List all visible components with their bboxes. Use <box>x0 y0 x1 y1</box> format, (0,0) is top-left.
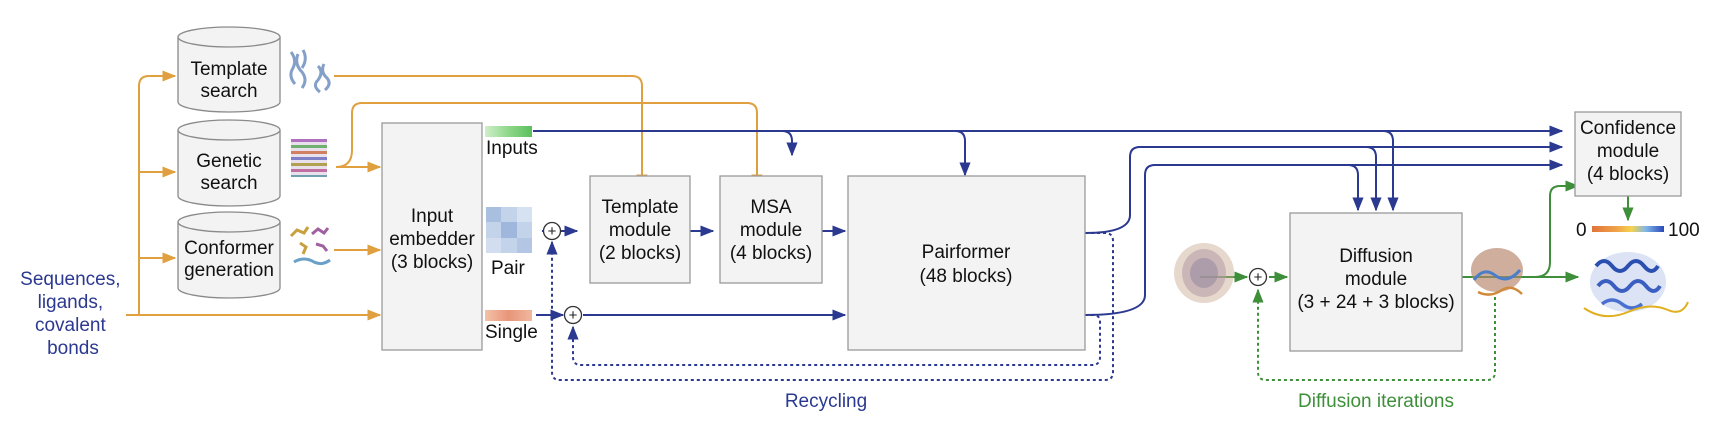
main-data-flow <box>533 125 1564 321</box>
pairformer-box: Pairformer(48 blocks) <box>847 175 1086 351</box>
svg-text:0: 0 <box>1576 220 1587 241</box>
denoised-structure-icon <box>1471 248 1523 296</box>
predicted-structure-icon <box>1583 252 1689 318</box>
recycling-loop <box>546 232 1114 381</box>
svg-text:Pairformer(48 blocks): Pairformer(48 blocks) <box>920 242 1013 287</box>
single-representation: Single <box>485 310 538 343</box>
svg-text:+: + <box>1254 269 1263 286</box>
svg-text:+: + <box>548 223 557 240</box>
input-feature-arrows <box>126 70 763 321</box>
template-structure-icon <box>289 49 331 94</box>
svg-text:+: + <box>569 307 578 324</box>
confidence-color-scale: 0 100 <box>1576 220 1700 241</box>
diffusion-iterations-label: Diffusion iterations <box>1298 391 1454 412</box>
svg-text:Pair: Pair <box>491 258 525 279</box>
sum-node-single: + <box>563 305 583 325</box>
sum-node-diffusion: + <box>1248 267 1268 287</box>
svg-text:Inputs: Inputs <box>486 138 538 159</box>
conformer-molecule-icon <box>289 226 331 266</box>
recycling-label: Recycling <box>785 391 867 412</box>
pair-representation: Pair <box>486 207 532 279</box>
inputs-representation: Inputs <box>485 126 538 159</box>
input-sequences-label: Sequences, ligands, covalent bonds <box>20 269 126 359</box>
sum-node-pair: + <box>542 221 562 241</box>
noise-point-cloud-icon <box>1174 243 1234 303</box>
msa-alignment-icon <box>291 139 327 177</box>
svg-text:Single: Single <box>485 322 538 343</box>
svg-text:100: 100 <box>1668 220 1700 241</box>
